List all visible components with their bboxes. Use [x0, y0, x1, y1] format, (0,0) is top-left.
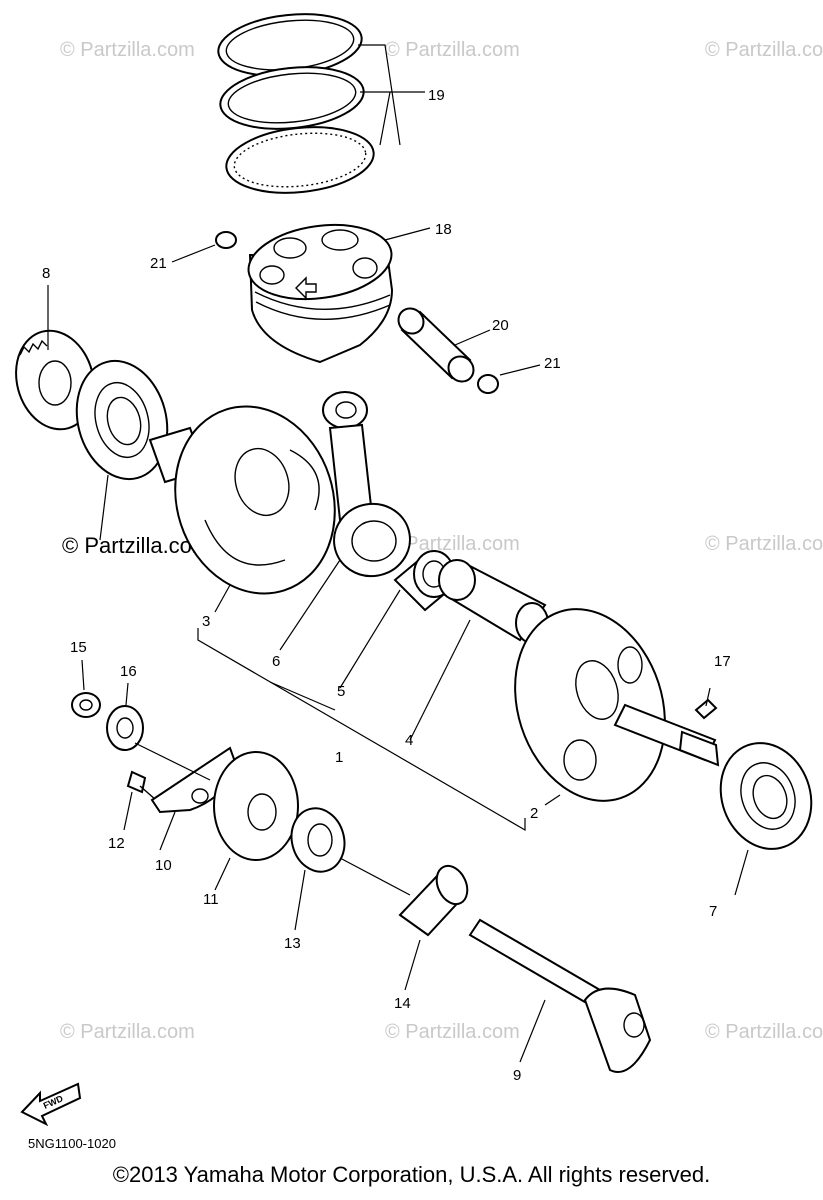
callout-12: 12: [108, 835, 125, 852]
piston-ring-set: [217, 13, 375, 194]
callout-10: 10: [155, 857, 172, 874]
crank-bearing-right: [719, 742, 813, 850]
balancer-bushing: [398, 864, 469, 937]
callout-19: 19: [428, 87, 445, 104]
lock-washer: [106, 705, 144, 751]
connecting-rod: [322, 391, 411, 578]
watermark: © Partzilla.com: [385, 533, 520, 555]
watermark: © Partzilla.com: [705, 533, 823, 555]
callout-16: 16: [120, 663, 137, 680]
callout-21: 21: [150, 255, 167, 272]
watermark: © Partzilla.com: [705, 1021, 823, 1043]
callout-13: 13: [284, 935, 301, 952]
circlip-upper: [215, 231, 237, 249]
fwd-arrow: FWD: [20, 1082, 82, 1127]
callout-1: 1: [335, 749, 343, 766]
balancer-gear: [213, 751, 299, 861]
callout-4: 4: [405, 732, 413, 749]
piston-pin: [397, 307, 475, 383]
callout-20: 20: [492, 317, 509, 334]
watermark: © Partzilla.com: [60, 39, 195, 61]
callout-14: 14: [394, 995, 411, 1012]
balancer-bearing: [290, 807, 346, 873]
woodruff-key: [694, 698, 718, 720]
crank-pin: [438, 559, 549, 644]
callout-8: 8: [42, 265, 50, 282]
callout-18: 18: [435, 221, 452, 238]
callout-17: 17: [714, 653, 731, 670]
nut: [71, 692, 101, 718]
watermark: © Partzilla.com: [385, 39, 520, 61]
part-code: 5NG1100-1020: [28, 1136, 116, 1151]
watermark: © Partzilla.com: [705, 39, 823, 61]
screw: [126, 770, 157, 801]
callout-15: 15: [70, 639, 87, 656]
callout-6: 6: [272, 653, 280, 670]
callout-11: 11: [203, 891, 219, 908]
copyright-notice: ©2013 Yamaha Motor Corporation, U.S.A. A…: [112, 1162, 711, 1187]
callout-2: 2: [530, 805, 538, 822]
callout-5: 5: [337, 683, 345, 700]
crank-bearing-left: [75, 359, 169, 481]
watermark: © Partzilla.com: [60, 1021, 195, 1043]
callouts: 1 2 3 4 5 6 7 8 9 10 11 12 13 14 15 16 1…: [42, 87, 731, 1084]
piston: [247, 223, 394, 364]
callout-3: 3: [202, 613, 210, 630]
watermark: © Partzilla.com: [385, 1021, 520, 1043]
callout-21: 21: [544, 355, 561, 372]
balancer-shaft: [468, 918, 652, 1073]
callout-9: 9: [513, 1067, 521, 1084]
circlip-lower: [477, 374, 499, 394]
right-crank-wheel: [514, 608, 666, 802]
callout-7: 7: [709, 903, 717, 920]
crank-shaft-right: [613, 703, 720, 767]
left-crank-wheel: [174, 405, 336, 595]
watermarks: © Partzilla.com © Partzilla.com © Partzi…: [60, 39, 823, 1043]
leader-lines: [47, 44, 749, 1063]
